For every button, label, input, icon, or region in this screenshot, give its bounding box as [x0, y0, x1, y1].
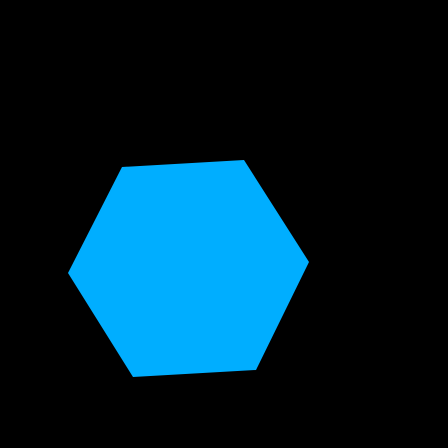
hexagon-shape	[68, 160, 309, 377]
